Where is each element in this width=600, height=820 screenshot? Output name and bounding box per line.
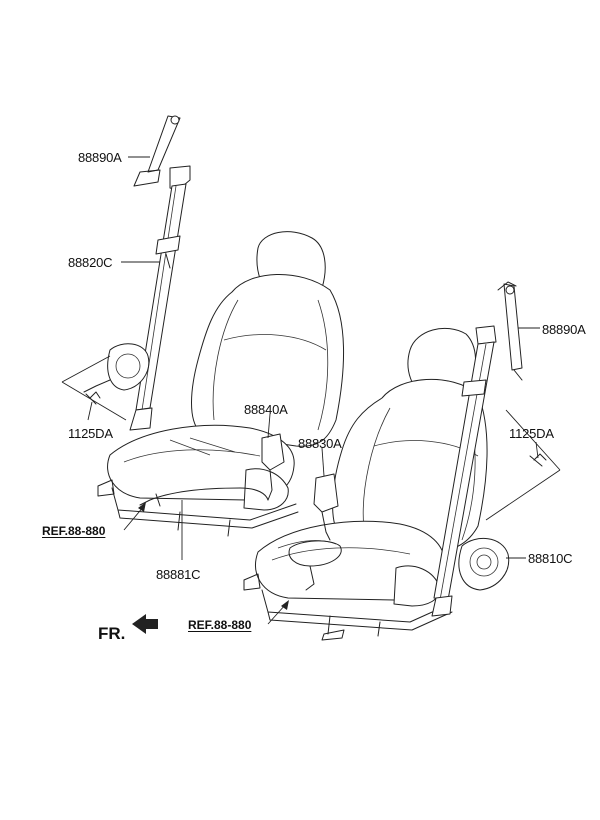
ref-arrows [123, 502, 289, 625]
right-seat-belt [431, 281, 561, 617]
label-88840a: 88840A [244, 402, 288, 417]
label-1125da-right: 1125DA [509, 426, 554, 441]
front-arrow-icon [132, 614, 158, 634]
label-88881c: 88881C [156, 567, 201, 582]
label-88890a-right: 88890A [542, 322, 586, 337]
leader-lines [87, 156, 540, 560]
left-seat-belt [61, 115, 191, 431]
label-88890a-left: 88890A [78, 150, 122, 165]
label-88820c: 88820C [68, 255, 113, 270]
label-1125da-left: 1125DA [68, 426, 113, 441]
right-seat [243, 327, 488, 641]
ref-label-right: REF.88-880 [188, 618, 252, 632]
label-88830a: 88830A [298, 436, 342, 451]
label-88810c: 88810C [528, 551, 573, 566]
front-marker-label: FR. [98, 624, 126, 643]
left-seat [97, 231, 344, 537]
ref-label-left: REF.88-880 [42, 524, 106, 538]
